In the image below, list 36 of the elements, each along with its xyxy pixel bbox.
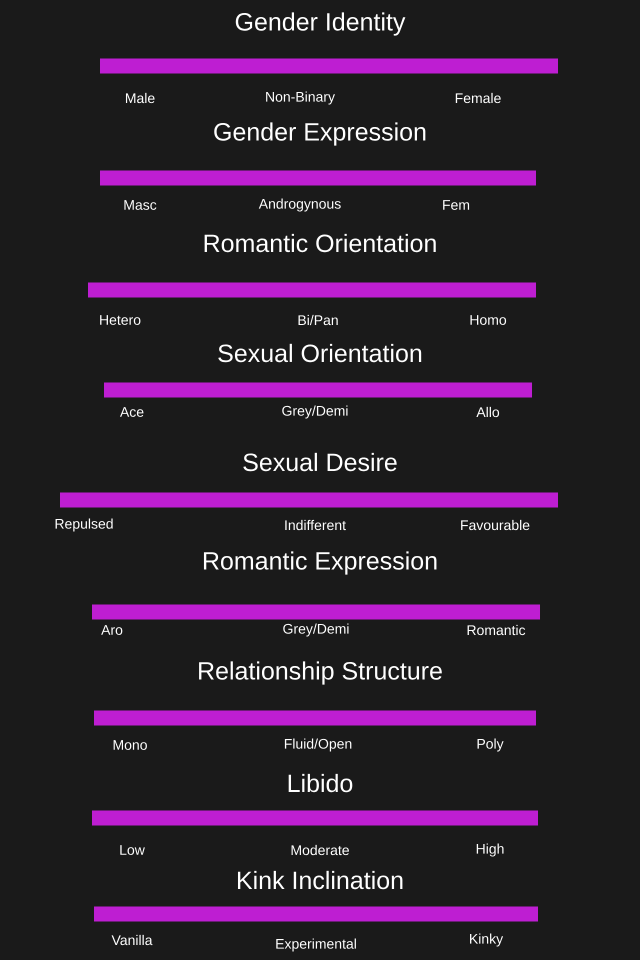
scale-label: Fem xyxy=(443,200,470,210)
scale-label: Ace xyxy=(120,407,144,417)
scale-label: High xyxy=(476,843,504,857)
scale-label: Mono xyxy=(114,740,147,750)
scale-label: Moderate xyxy=(292,844,349,856)
scale-label: Grey/Demi xyxy=(283,623,348,637)
scale-label: Non-Binary xyxy=(266,91,335,105)
scale-label: Homo xyxy=(470,315,506,325)
spectrum-title: Romantic Orientation xyxy=(204,234,436,252)
scale-label: Bi/Pan xyxy=(298,314,338,326)
scale-label: Repulsed xyxy=(56,518,113,532)
scale-label: Experimental xyxy=(276,938,356,952)
spectrum-title: Libido xyxy=(288,774,352,792)
scale-label: Masc xyxy=(124,200,156,210)
spectrum-title: Gender Identity xyxy=(236,12,406,36)
scale-label: Low xyxy=(120,845,145,855)
scale-label: Vanilla xyxy=(112,934,152,946)
spectrum-title: Relationship Structure xyxy=(199,661,442,685)
scale-label: Favourable xyxy=(461,520,530,530)
scale-label: Grey/Demi xyxy=(282,405,348,419)
scale-label: Romantic xyxy=(468,624,526,636)
scale-label: Hetero xyxy=(100,315,140,325)
scale-label: Aro xyxy=(101,625,122,635)
spectrum-title: Sexual Orientation xyxy=(218,344,422,362)
scale-label: Male xyxy=(126,92,155,104)
scale-label: Allo xyxy=(476,406,500,418)
scale-label: Androgynous xyxy=(258,198,341,212)
spectrum-title: Gender Expression xyxy=(214,122,426,146)
scale-label: Kinky xyxy=(470,933,504,947)
scale-label: Poly xyxy=(478,738,504,752)
spectrum-title: Romantic Expression xyxy=(204,551,436,575)
spectrum-title: Sexual Desire xyxy=(243,452,397,472)
scale-label: Female xyxy=(456,92,501,104)
spectrum-title: Kink Inclination xyxy=(238,870,402,890)
scale-label: Fluid/Open xyxy=(284,738,352,752)
scale-label: Indifferent xyxy=(285,520,346,530)
